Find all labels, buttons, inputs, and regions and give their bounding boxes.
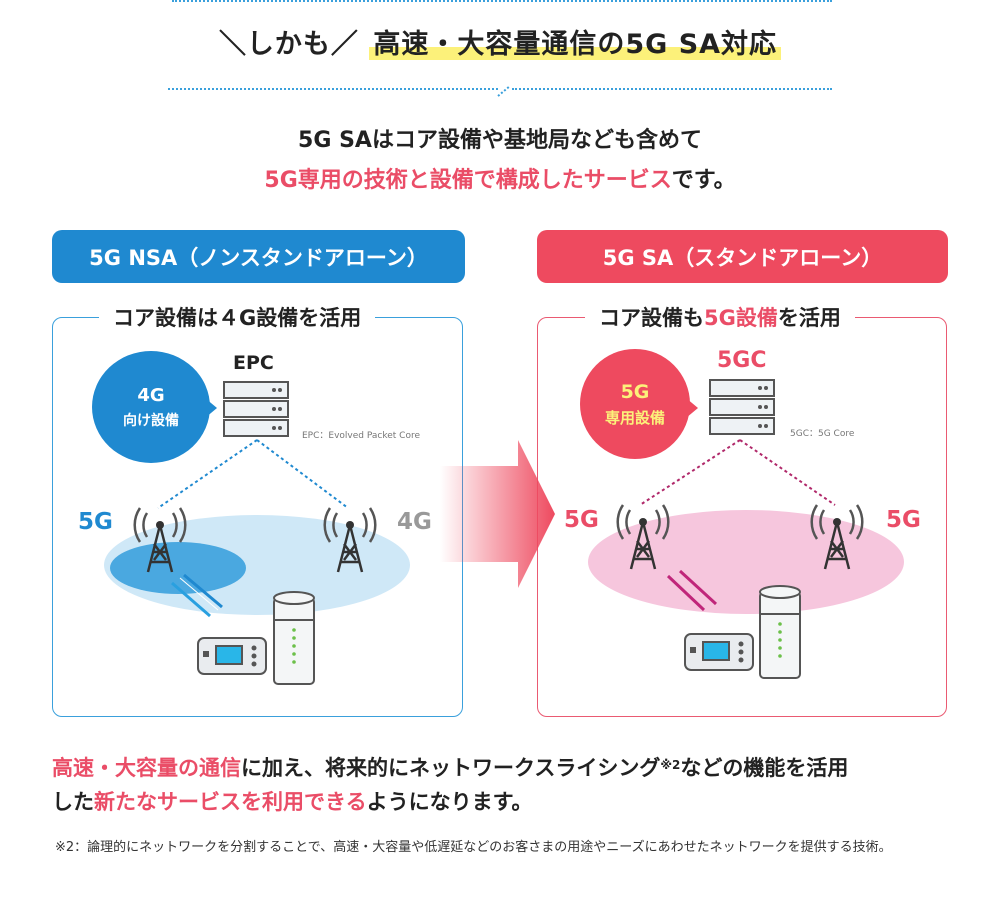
sa-5g-circle: 5G 専用設備 (580, 349, 690, 459)
nsa-4g-circle: 4G 向け設備 (92, 351, 210, 463)
nsa-4g-antenna-icon (323, 507, 377, 573)
5gc-server-icon (709, 379, 775, 435)
nsa-mobile-router-icon (197, 637, 267, 675)
sa-core-title-highlight: 5G設備 (704, 306, 778, 330)
footer-summary: 高速・大容量の通信に加え、将来的にネットワークスライシング※2などの機能を活用 … (52, 751, 952, 819)
top-dotted-line (172, 0, 832, 2)
5gc-label: 5GC (717, 348, 767, 373)
footer-part3: などの機能を活用 (680, 756, 849, 780)
nsa-circle-line1: 4G (137, 384, 165, 406)
epc-server-icon (223, 381, 289, 437)
5gc-note: 5GC：5G Core (790, 429, 855, 439)
epc-label: EPC (233, 352, 274, 374)
epc-note: EPC：Evolved Packet Core (302, 431, 420, 441)
sa-left-antenna-icon (616, 504, 670, 570)
headline-prefix: ＼しかも／ (218, 29, 359, 60)
sa-core-title: コア設備も5G設備を活用 (585, 302, 855, 332)
sa-right-antenna-icon (810, 504, 864, 570)
headline: ＼しかも／ 高速・大容量通信の5G SA対応 (0, 22, 1000, 61)
footer-part4: した (52, 790, 94, 814)
intro-line1: 5G SAはコア設備や基地局なども含めて (298, 128, 702, 153)
nsa-5g-label: 5G (78, 509, 113, 535)
bottom-dotted-line-right (512, 88, 832, 90)
nsa-circle-pointer (205, 398, 217, 418)
transition-arrow-icon (440, 440, 555, 588)
footer-sup: ※2 (660, 758, 681, 772)
nsa-core-title: コア設備は４G設備を活用 (99, 302, 376, 332)
intro-line2: 5G専用の技術と設備で構成したサービスです。 (0, 162, 1000, 194)
headline-title: 高速・大容量通信の5G SA対応 (369, 29, 782, 60)
bottom-dotted-line-left (168, 88, 498, 90)
footnote: ※2：論理的にネットワークを分割することで、高速・大容量や低遅延などのお客さまの… (55, 840, 892, 855)
sa-circle-pointer (686, 398, 698, 418)
sa-core-title-suffix: を活用 (777, 306, 841, 330)
footer-part2: に加え、将来的にネットワークスライシング (241, 756, 661, 780)
dotted-tick (497, 85, 511, 97)
sa-core-title-prefix: コア設備も (599, 306, 704, 330)
footer-part6: ようになります。 (366, 790, 533, 814)
nsa-4g-label: 4G (397, 509, 432, 535)
sa-circle-line1: 5G (620, 380, 650, 403)
intro-tail: です。 (671, 168, 736, 193)
footer-part1: 高速・大容量の通信 (52, 756, 241, 780)
nsa-5g-antenna-icon (133, 507, 187, 573)
intro-highlight: 5G専用の技術と設備で構成したサービス (264, 168, 672, 193)
nsa-home-router-icon (273, 591, 315, 685)
nsa-pill: 5G NSA（ノンスタンドアローン） (52, 230, 465, 283)
sa-circle-line2: 専用設備 (604, 408, 665, 427)
sa-5g-right-label: 5G (886, 507, 921, 533)
sa-pill: 5G SA（スタンドアローン） (537, 230, 948, 283)
sa-5g-left-label: 5G (564, 507, 599, 533)
nsa-circle-line2: 向け設備 (123, 412, 179, 429)
footer-part5: 新たなサービスを利用できる (94, 790, 367, 814)
sa-home-router-icon (759, 585, 801, 679)
sa-mobile-router-icon (684, 633, 754, 671)
